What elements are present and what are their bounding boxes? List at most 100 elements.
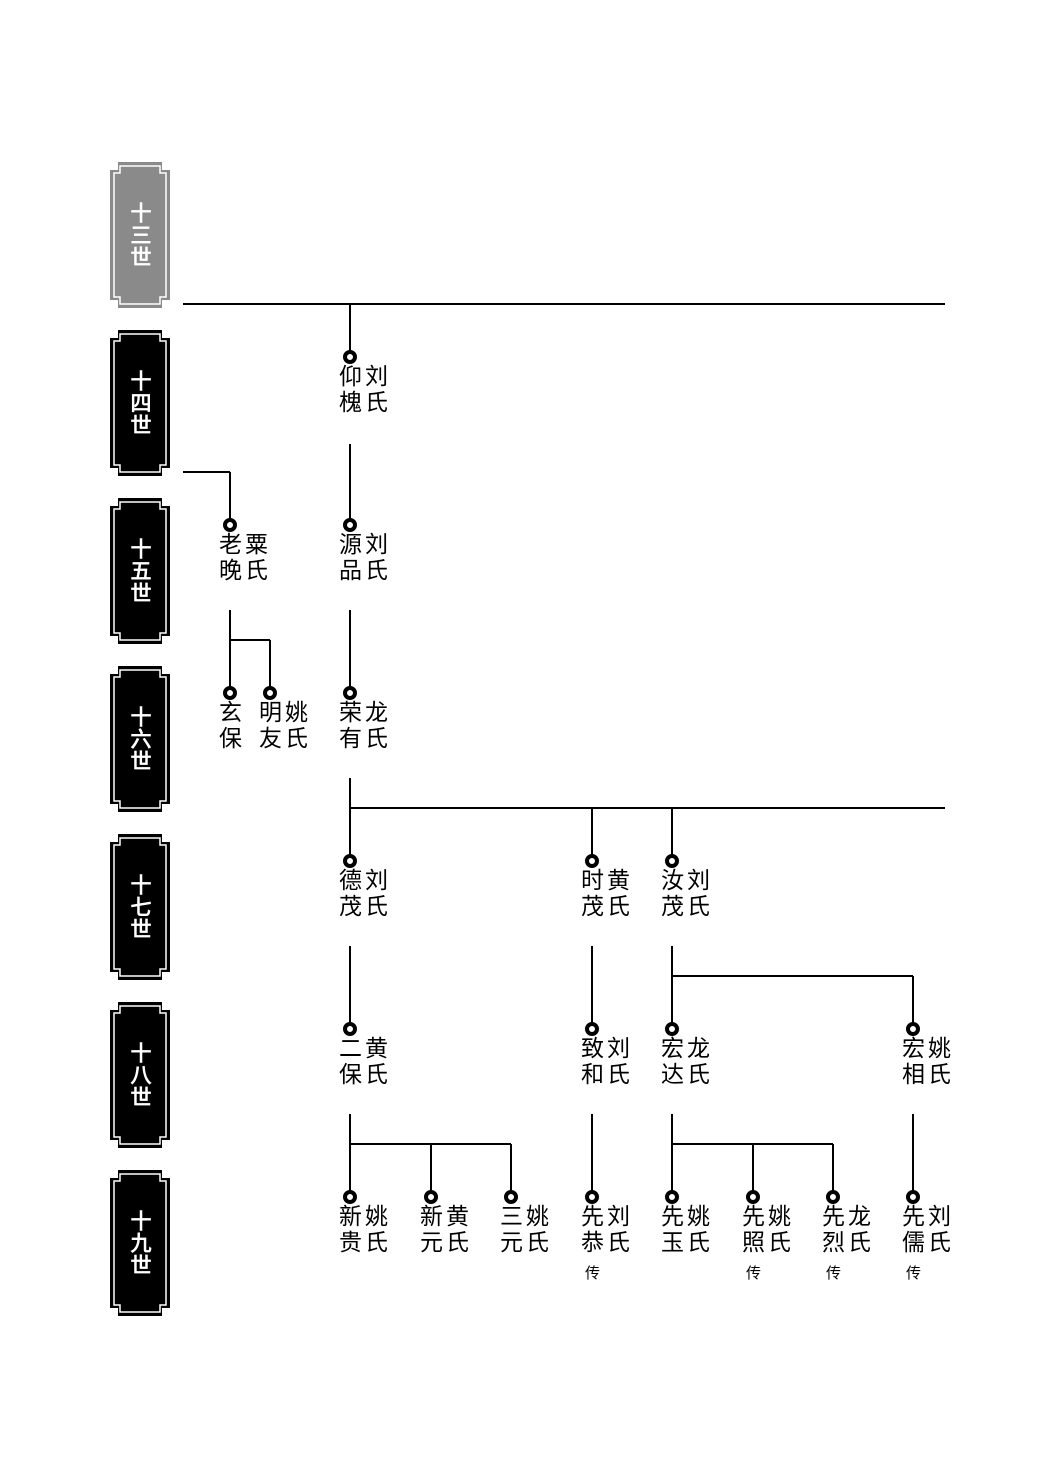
person-demao: 德茂 刘氏 — [339, 854, 409, 944]
person-name: 仰槐 — [339, 364, 362, 416]
lineage-note: 传 — [906, 1264, 922, 1282]
node-marker — [343, 518, 357, 532]
person-xingui: 新贵 姚氏 — [339, 1190, 409, 1280]
generation-label: 十七世 — [128, 874, 152, 940]
spouse-name: 刘氏 — [365, 868, 388, 920]
person-name: 荣有 — [339, 700, 362, 752]
person-name: 新元 — [420, 1204, 443, 1256]
generation-label: 十四世 — [128, 370, 152, 436]
person-xiangong: 先恭 刘氏 传 — [581, 1190, 651, 1282]
badge-frame — [110, 330, 170, 476]
spouse-name: 粟氏 — [245, 532, 268, 584]
generation-badge-16: 十六世 — [110, 666, 170, 812]
node-marker — [343, 686, 357, 700]
node-marker — [906, 1190, 920, 1204]
node-marker — [665, 1022, 679, 1036]
person-sanyuan: 三元 姚氏 — [500, 1190, 570, 1280]
badge-frame — [110, 1002, 170, 1148]
node-marker — [585, 1190, 599, 1204]
spouse-name: 姚氏 — [285, 700, 308, 752]
person-rongyou: 荣有 龙氏 — [339, 686, 409, 776]
spouse-name: 龙氏 — [848, 1204, 871, 1256]
spouse-name: 姚氏 — [526, 1204, 549, 1256]
spouse-name: 龙氏 — [365, 700, 388, 752]
node-marker — [343, 1022, 357, 1036]
person-zhihe: 致和 刘氏 — [581, 1022, 651, 1112]
person-name: 先烈 — [822, 1204, 845, 1256]
person-name: 宏达 — [661, 1036, 684, 1088]
spouse-name: 刘氏 — [365, 364, 388, 416]
spouse-name: 姚氏 — [687, 1204, 710, 1256]
badge-frame — [110, 498, 170, 644]
person-name: 先恭 — [581, 1204, 604, 1256]
person-name: 先玉 — [661, 1204, 684, 1256]
generation-label: 十八世 — [128, 1042, 152, 1108]
lineage-note: 传 — [826, 1264, 842, 1282]
badge-frame — [110, 1170, 170, 1316]
person-name: 致和 — [581, 1036, 604, 1088]
person-name: 宏相 — [902, 1036, 925, 1088]
person-hongxiang: 宏相 姚氏 — [902, 1022, 972, 1112]
person-name: 源品 — [339, 532, 362, 584]
spouse-name: 黄氏 — [365, 1036, 388, 1088]
person-name: 新贵 — [339, 1204, 362, 1256]
person-xianyu: 先玉 姚氏 — [661, 1190, 731, 1280]
person-xianlie: 先烈 龙氏 传 — [822, 1190, 892, 1282]
generation-label: 十三世 — [128, 202, 152, 268]
spouse-name: 黄氏 — [446, 1204, 469, 1256]
node-marker — [826, 1190, 840, 1204]
person-xianru: 先儒 刘氏 传 — [902, 1190, 972, 1282]
person-name: 二保 — [339, 1036, 362, 1088]
person-mingyou: 明友 姚氏 — [259, 686, 329, 776]
node-marker — [424, 1190, 438, 1204]
spouse-name: 龙氏 — [687, 1036, 710, 1088]
spouse-name: 姚氏 — [768, 1204, 791, 1256]
badge-frame — [110, 666, 170, 812]
generation-label: 十九世 — [128, 1210, 152, 1276]
spouse-name: 姚氏 — [928, 1036, 951, 1088]
generation-badge-19: 十九世 — [110, 1170, 170, 1316]
person-shimao: 时茂 黄氏 — [581, 854, 651, 944]
node-marker — [665, 854, 679, 868]
person-name: 先照 — [742, 1204, 765, 1256]
node-marker — [223, 518, 237, 532]
generation-badge-18: 十八世 — [110, 1002, 170, 1148]
lineage-note: 传 — [746, 1264, 762, 1282]
person-yuanpin: 源品 刘氏 — [339, 518, 409, 608]
node-marker — [585, 854, 599, 868]
spouse-name: 刘氏 — [607, 1204, 630, 1256]
spouse-name: 刘氏 — [687, 868, 710, 920]
generation-badge-13: 十三世 — [110, 162, 170, 308]
person-yanghuai: 仰槐 刘氏 — [339, 350, 409, 440]
spouse-name: 姚氏 — [365, 1204, 388, 1256]
person-laowan: 老晚 粟氏 — [219, 518, 289, 608]
person-name: 先儒 — [902, 1204, 925, 1256]
node-marker — [343, 1190, 357, 1204]
person-name: 明友 — [259, 700, 282, 752]
person-xianzhao: 先照 姚氏 传 — [742, 1190, 812, 1282]
node-marker — [343, 854, 357, 868]
person-name: 三元 — [500, 1204, 523, 1256]
node-marker — [665, 1190, 679, 1204]
lineage-note: 传 — [585, 1264, 601, 1282]
generation-label: 十五世 — [128, 538, 152, 604]
person-xuanbao: 玄保 — [219, 686, 249, 776]
generation-badge-15: 十五世 — [110, 498, 170, 644]
person-erbao: 二保 黄氏 — [339, 1022, 409, 1112]
person-rumao: 汝茂 刘氏 — [661, 854, 731, 944]
node-marker — [906, 1022, 920, 1036]
person-name: 老晚 — [219, 532, 242, 584]
generation-badge-14: 十四世 — [110, 330, 170, 476]
node-marker — [223, 686, 237, 700]
spouse-name: 刘氏 — [607, 1036, 630, 1088]
spouse-name: 刘氏 — [928, 1204, 951, 1256]
spouse-name: 刘氏 — [365, 532, 388, 584]
node-marker — [504, 1190, 518, 1204]
node-marker — [343, 350, 357, 364]
node-marker — [263, 686, 277, 700]
badge-frame — [110, 162, 170, 308]
badge-frame — [110, 834, 170, 980]
node-marker — [746, 1190, 760, 1204]
